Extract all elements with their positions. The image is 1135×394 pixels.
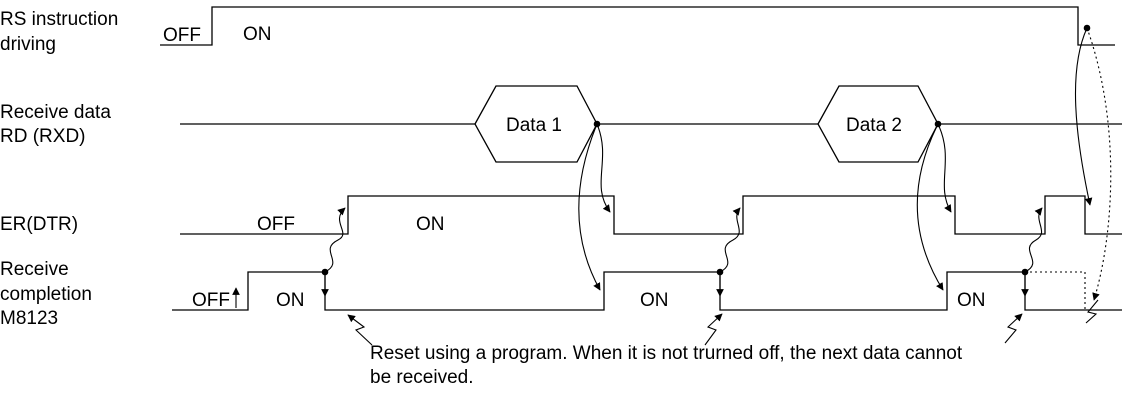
rd-label-line2: RD (RXD) — [0, 126, 86, 147]
rc-to-er-arrow-2 — [719, 207, 741, 273]
note-line2: be received. — [370, 367, 474, 388]
er-label: ER(DTR) — [0, 214, 78, 235]
rs-on-text: ON — [243, 24, 272, 45]
rc-dotted-path — [1025, 271, 1086, 310]
rs-label-line1: RS instruction — [0, 9, 118, 30]
data2-to-er-arrow — [937, 123, 952, 213]
rc-label-line2: completion — [0, 284, 92, 305]
rc-label-line1: Receive — [0, 259, 69, 280]
data1-to-rc-arrow — [578, 123, 601, 291]
rc-on-text-2: ON — [640, 290, 669, 311]
data2-to-rc-arrow — [916, 123, 944, 291]
rs-waveform — [160, 6, 1115, 46]
rc-on-text-1: ON — [276, 290, 305, 311]
rs-to-rc-dotted-arrow — [1086, 27, 1112, 301]
rd-label-line1: Receive data — [0, 102, 111, 123]
er-off-text: OFF — [257, 214, 295, 235]
rs-label-line2: driving — [0, 34, 56, 55]
rs-to-er-arrow — [1074, 27, 1093, 206]
er-waveform — [180, 195, 1122, 235]
rc-to-er-arrow-3 — [1024, 207, 1043, 273]
rc-waveform — [172, 271, 1122, 311]
data1-to-er-arrow — [596, 123, 611, 213]
rc-label-line3: M8123 — [0, 308, 58, 329]
reset-zigzag-arrow-1 — [347, 314, 373, 346]
rs-off-text: OFF — [163, 25, 201, 46]
data1-text: Data 1 — [506, 115, 562, 136]
note-line1: Reset using a program. When it is not tr… — [370, 343, 963, 364]
er-on-text: ON — [416, 214, 445, 235]
rc-on-text-3: ON — [957, 290, 986, 311]
reset-zigzag-arrow-3 — [1004, 313, 1023, 344]
data2-text: Data 2 — [846, 115, 902, 136]
reset-zigzag-arrow-4 — [1085, 299, 1099, 324]
rc-off-text: OFF — [192, 290, 230, 311]
rc-to-er-arrow-1 — [324, 207, 346, 273]
reset-zigzag-arrow-2 — [704, 313, 723, 346]
